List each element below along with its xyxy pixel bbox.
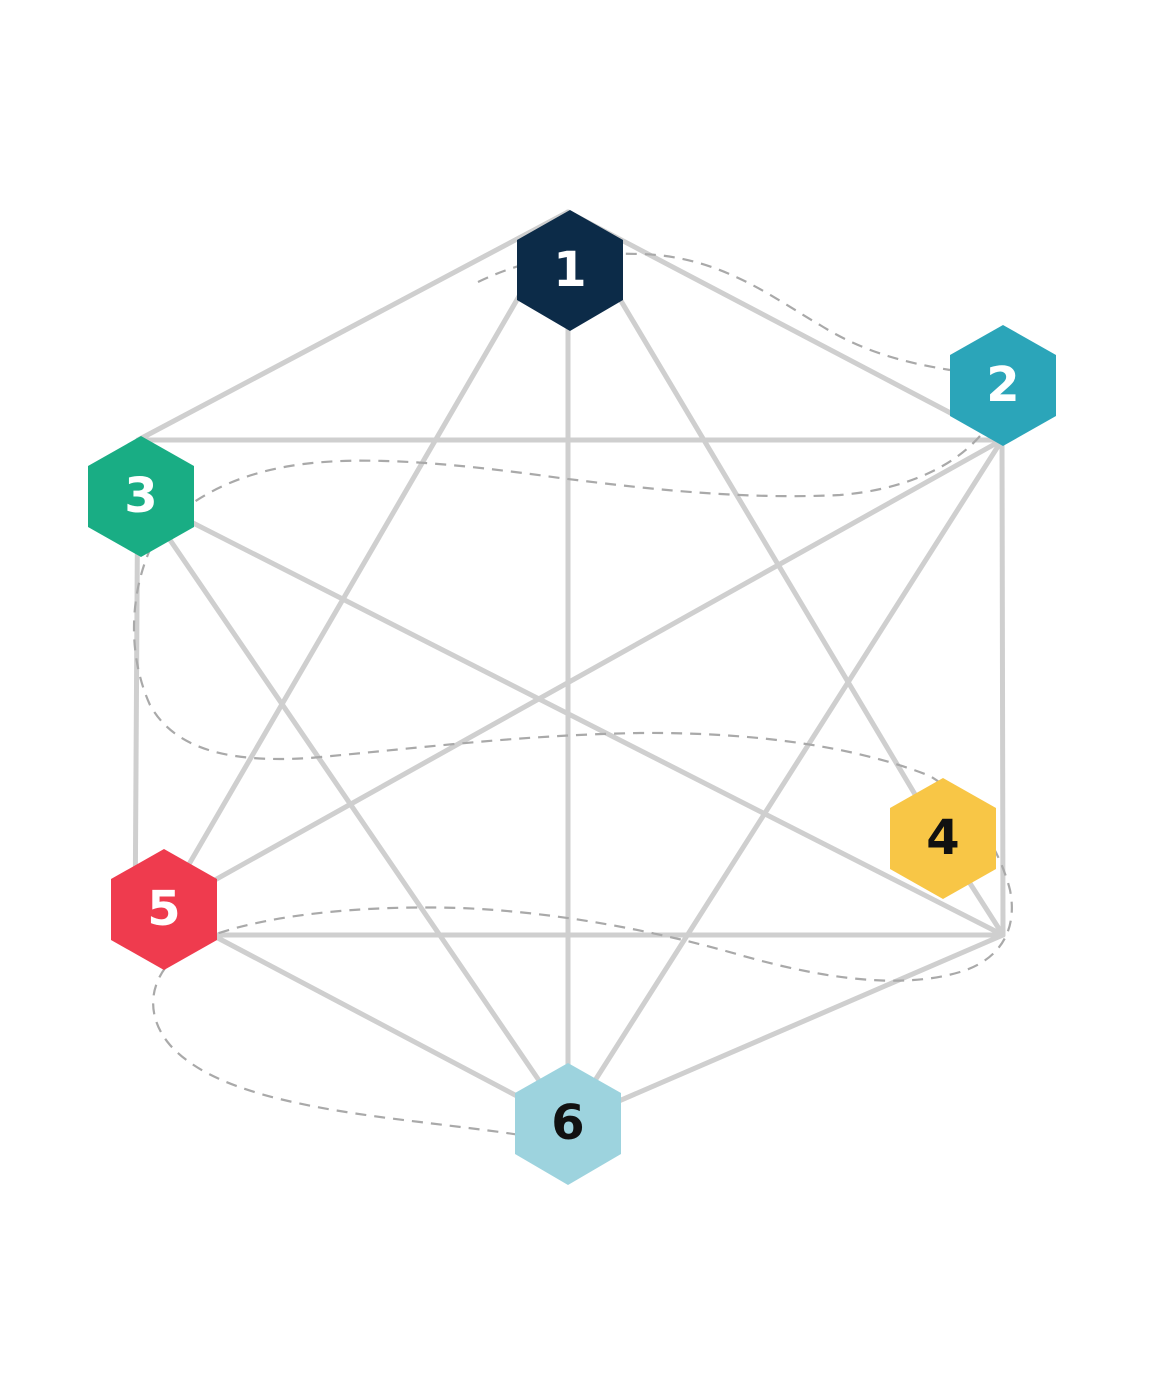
edge	[565, 437, 1005, 1126]
node-4: 4	[890, 778, 996, 899]
node-3-label: 3	[124, 468, 157, 524]
node-4-label: 4	[926, 810, 959, 866]
dashed-route-path	[132, 252, 1013, 1137]
edge	[137, 493, 1006, 938]
node-2-hexagon	[950, 325, 1056, 446]
edge	[565, 209, 1005, 443]
node-3: 3	[88, 436, 194, 557]
edge	[137, 493, 571, 1126]
node-1-hexagon	[517, 210, 623, 331]
node-4-hexagon	[890, 778, 996, 899]
edge	[135, 209, 571, 443]
node-5-label: 5	[147, 881, 180, 937]
node-5: 5	[111, 849, 217, 970]
node-1-label: 1	[553, 242, 586, 298]
edge	[565, 209, 944, 841]
edges	[132, 209, 1006, 1126]
edge	[160, 209, 571, 912]
edge	[160, 906, 571, 1126]
node-5-hexagon	[111, 849, 217, 970]
edge	[565, 932, 1006, 1126]
node-2-label: 2	[986, 357, 1019, 413]
node-6-label: 6	[551, 1095, 584, 1151]
edge	[160, 437, 1005, 912]
node-3-hexagon	[88, 436, 194, 557]
node-1: 1	[517, 210, 623, 331]
node-6: 6	[515, 1063, 621, 1185]
edge	[999, 437, 1006, 938]
node-2: 2	[950, 325, 1056, 446]
node-6-hexagon	[515, 1063, 621, 1185]
